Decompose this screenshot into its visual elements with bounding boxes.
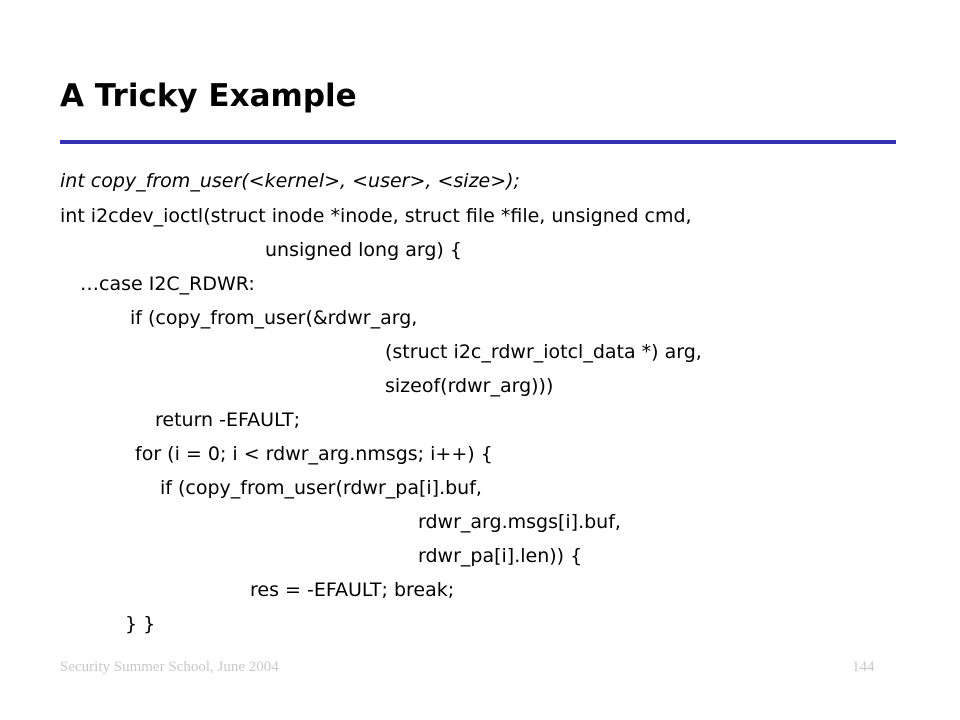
code-line-function-signature-cont: unsigned long arg) { <box>265 239 462 261</box>
title-rule <box>60 140 896 144</box>
code-line-if-copy-arg3: sizeof(rdwr_arg))) <box>385 375 554 397</box>
code-line-if-copy-arg2: (struct i2c_rdwr_iotcl_data *) arg, <box>385 341 702 363</box>
code-line-inner-if-arg2: rdwr_arg.msgs[i].buf, <box>418 511 621 533</box>
code-line-res-break: res = -EFAULT; break; <box>250 579 455 601</box>
code-line-inner-if-arg3: rdwr_pa[i].len)) { <box>418 545 583 567</box>
slide-title: A Tricky Example <box>60 78 357 114</box>
code-line-return: return -EFAULT; <box>155 409 301 431</box>
code-line-inner-if: if (copy_from_user(rdwr_pa[i].buf, <box>160 477 482 499</box>
code-line-for-loop: for (i = 0; i < rdwr_arg.nmsgs; i++) { <box>135 443 493 465</box>
code-line-case: …case I2C_RDWR: <box>80 273 255 295</box>
code-line-function-signature: int i2cdev_ioctl(struct inode *inode, st… <box>60 205 692 227</box>
code-line-if-copy: if (copy_from_user(&rdwr_arg, <box>130 307 418 329</box>
code-line-closing-braces: } } <box>125 613 156 635</box>
page-number: 144 <box>852 659 875 675</box>
footer-text: Security Summer School, June 2004 <box>60 659 279 675</box>
code-line-prototype: int copy_from_user(<kernel>, <user>, <si… <box>60 170 520 192</box>
